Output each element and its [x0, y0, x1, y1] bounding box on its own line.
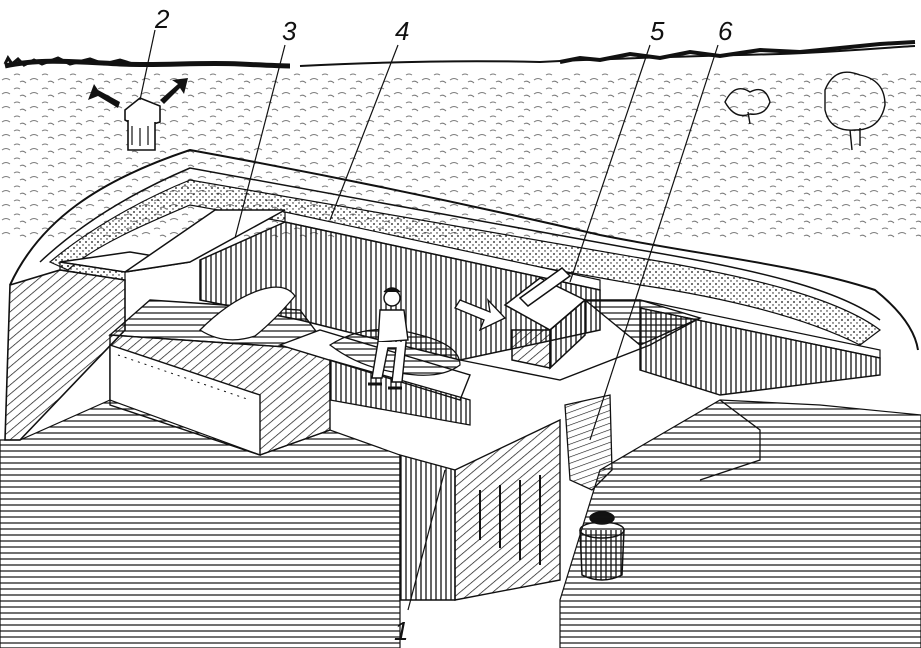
trees: [724, 71, 886, 151]
leader-lines: [139, 29, 719, 611]
right-platform: [459, 299, 702, 381]
roof-slabs: [59, 209, 286, 281]
side-passage-edge: [699, 399, 761, 481]
label-2: 2: [154, 4, 170, 34]
label-6: 6: [718, 16, 733, 46]
right-back-wall: [639, 307, 881, 396]
airflow-arrow-right: [160, 78, 188, 104]
front-floor-right: [559, 399, 921, 648]
seated-person: [368, 287, 409, 390]
stove-hut: [503, 267, 587, 370]
bunk-left: [108, 286, 332, 456]
ventilation-head: [124, 97, 161, 151]
earth-mound: [9, 148, 919, 351]
heat-arrow: [454, 298, 507, 332]
label-3: 3: [282, 16, 297, 46]
horizon-treeline: [3, 40, 916, 69]
airflow-arrow-left: [88, 84, 120, 108]
soil-cover-layer: [48, 179, 882, 346]
label-4: 4: [395, 16, 409, 46]
entrance-shaft: [399, 418, 561, 601]
front-floor-left: [0, 399, 401, 648]
label-1: 1: [394, 616, 408, 646]
label-5: 5: [650, 16, 665, 46]
